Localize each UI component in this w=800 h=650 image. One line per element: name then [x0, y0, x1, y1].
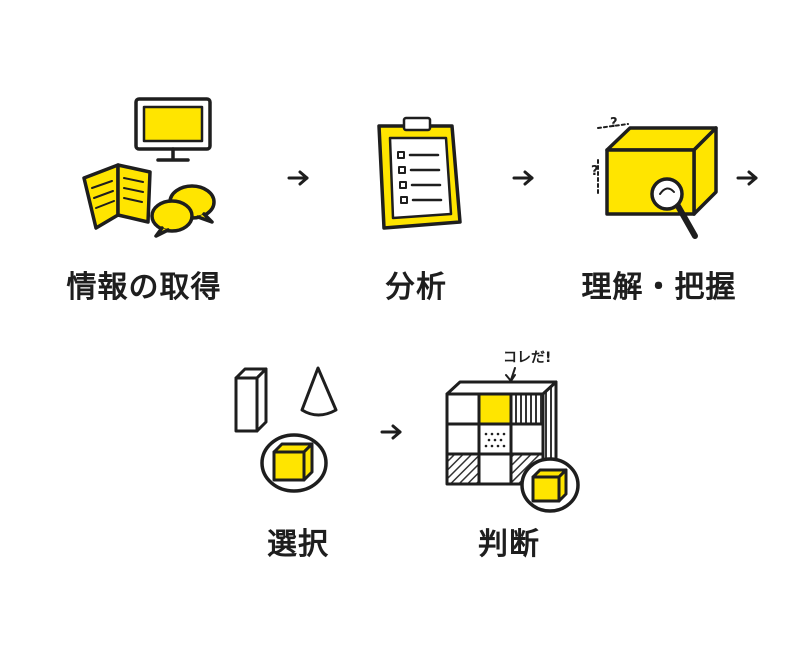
step-understanding-illustration: [597, 123, 718, 239]
arrow-right-icon: [287, 170, 309, 186]
arrow-right-icon: [380, 424, 402, 440]
step-label-judgment: 判断: [478, 527, 540, 562]
cone-icon: [300, 366, 338, 417]
prism-icon: [234, 367, 268, 433]
step-label-analysis: 分析: [385, 270, 447, 305]
rubiks-cube-icon: [445, 367, 580, 513]
step-info-illustration: [82, 97, 216, 238]
judgment-note: コレだ!: [503, 350, 551, 366]
step-selection-illustration: [234, 366, 338, 493]
magnifier-icon: [650, 177, 698, 239]
arrow-right-icon: [512, 170, 534, 186]
clipboard-icon: [377, 116, 462, 230]
question-mark: ?: [610, 116, 618, 131]
speech-bubbles-icon: [150, 184, 216, 238]
arrow-right-icon: [736, 170, 758, 186]
monitor-icon: [134, 97, 212, 162]
step-label-understanding: 理解・把握: [581, 270, 737, 305]
question-mark: ?: [591, 164, 599, 179]
step-label-info: 情報の取得: [66, 270, 222, 305]
highlighted-cube-icon: [260, 433, 328, 493]
step-label-selection: 選択: [267, 527, 329, 562]
book-icon: [82, 163, 152, 230]
